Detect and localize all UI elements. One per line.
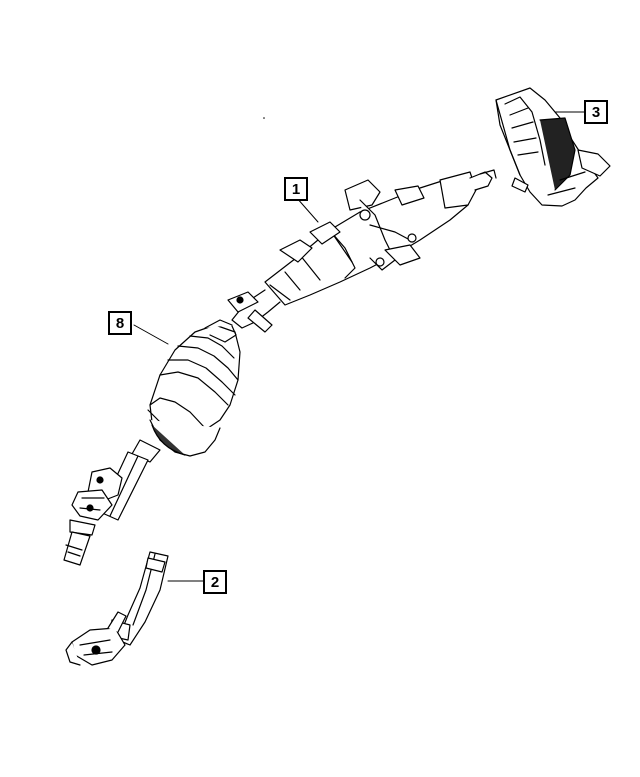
leader-line-8 [133,324,169,345]
part-2-lower-shaft [65,551,169,666]
callout-3: 3 [584,100,608,124]
intermediate-shaft [63,451,149,566]
leader-lines [133,111,587,582]
part-1-steering-column [227,169,497,333]
part-3-column-shroud [495,87,611,207]
callout-1: 1 [284,177,308,201]
callout-8: 8 [108,311,132,335]
speck [263,117,265,119]
callout-2: 2 [203,570,227,594]
part-8-column-boot [131,319,241,463]
leader-line-1 [295,196,319,223]
